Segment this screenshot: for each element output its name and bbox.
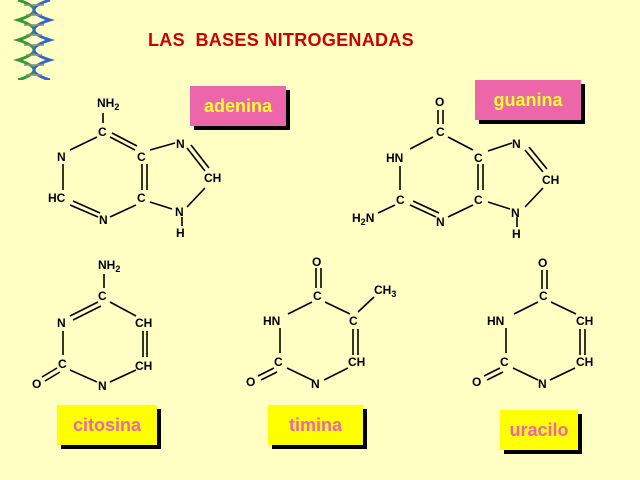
atom: C	[274, 355, 283, 369]
atom: CH3	[374, 283, 396, 299]
atom: NH2	[98, 258, 120, 274]
atoms-adenina: NH2 C N C N CH HC C N N H	[48, 96, 221, 240]
atom: HN	[386, 151, 403, 165]
atom: CH	[204, 171, 221, 185]
label-guanina: guanina	[475, 80, 581, 120]
atom: N	[57, 316, 66, 330]
atom: H2N	[352, 211, 374, 227]
atom: HN	[487, 314, 504, 328]
atom: N	[176, 137, 185, 151]
atom: C	[313, 289, 322, 303]
atom: O	[246, 375, 255, 389]
structure-guanina	[377, 110, 548, 227]
atom: C	[98, 125, 107, 139]
atom: O	[32, 377, 41, 391]
atom: CH	[348, 355, 365, 369]
atom: HC	[48, 191, 66, 205]
atom: C	[137, 150, 146, 164]
page-title: LAS BASES NITROGENADAS	[148, 30, 414, 50]
atom: CH	[135, 359, 152, 373]
atoms-citosina: NH2 C N CH C CH O N	[32, 258, 152, 393]
atom: N	[57, 150, 66, 164]
atom: C	[349, 314, 358, 328]
atom: N	[99, 213, 108, 227]
atom: N	[511, 206, 520, 220]
structure-uracilo	[483, 270, 586, 381]
atom: N	[538, 377, 547, 391]
atom: C	[396, 193, 405, 207]
atom: N	[436, 215, 445, 229]
atom: C	[436, 125, 445, 139]
atom: O	[472, 375, 481, 389]
atom: CH	[576, 314, 593, 328]
dna-helix-icon	[12, 0, 56, 80]
atom: C	[539, 289, 548, 303]
atom: CH	[576, 355, 593, 369]
atom: H	[512, 227, 521, 241]
atom: C	[474, 151, 483, 165]
atoms-guanina: O C HN C N CH C C H2N N N H	[352, 95, 559, 241]
label-adenina: adenina	[190, 86, 286, 126]
atom: O	[312, 255, 321, 269]
atom: O	[435, 95, 444, 109]
atom: H	[176, 226, 185, 240]
atom: N	[512, 137, 521, 151]
label-citosina: citosina	[57, 405, 157, 445]
atom: C	[98, 289, 107, 303]
atom: HN	[263, 314, 280, 328]
atoms-timina: O C CH3 HN C C CH O N	[246, 255, 396, 391]
atoms-uracilo: O C HN CH C CH O N	[472, 256, 593, 391]
atom: C	[500, 355, 509, 369]
structure-timina	[257, 268, 375, 381]
atom: O	[538, 256, 547, 270]
atom: C	[474, 193, 483, 207]
atom: C	[58, 357, 67, 371]
atom: C	[137, 191, 146, 205]
label-timina: timina	[268, 405, 363, 445]
atom: N	[98, 379, 107, 393]
atom: NH2	[97, 96, 119, 112]
atom: CH	[135, 316, 152, 330]
atom: N	[311, 377, 320, 391]
atom: CH	[542, 173, 559, 187]
structure-citosina	[41, 274, 148, 383]
label-uracilo: uracilo	[500, 410, 578, 450]
atom: N	[175, 205, 184, 219]
structure-adenina	[62, 113, 210, 226]
